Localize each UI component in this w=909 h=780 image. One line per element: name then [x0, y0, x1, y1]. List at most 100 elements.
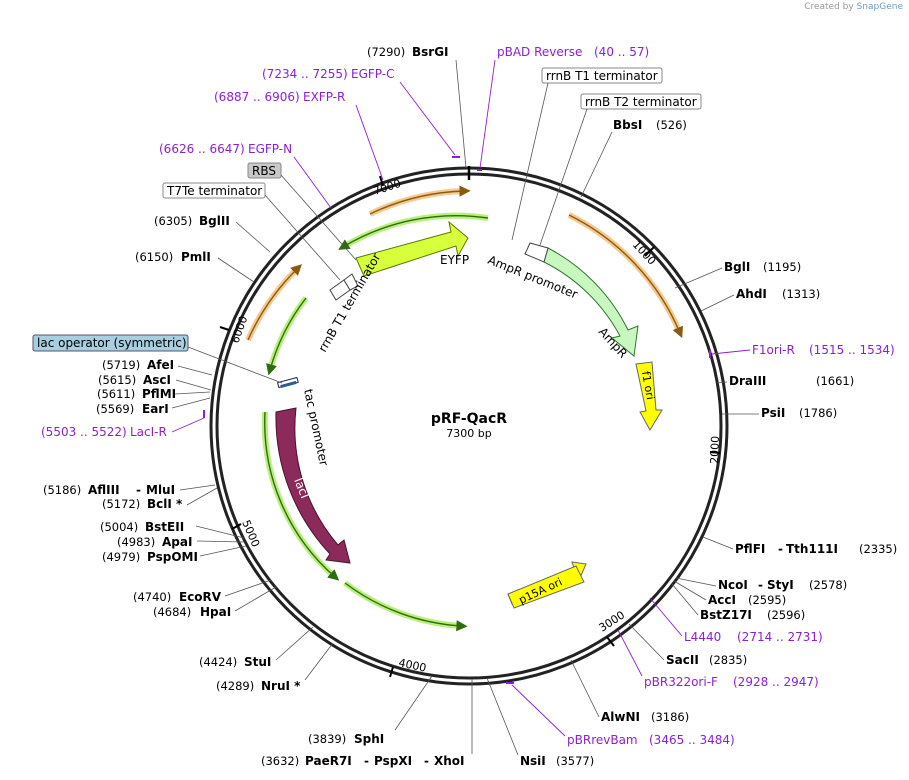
- apai-name: ApaI: [162, 535, 192, 549]
- eari-pos: (5569): [96, 402, 134, 416]
- plasmid-length: 7300 bp: [446, 427, 491, 440]
- bgli-pos: (1195): [763, 260, 801, 274]
- sacii-pos: (2835): [709, 653, 747, 667]
- afei-pos: (5719): [102, 358, 140, 372]
- site-hpai[interactable]: (4684) HpaI: [153, 586, 277, 619]
- site-ncoi[interactable]: NcoI - StyI (2578): [675, 577, 847, 592]
- draiii-name: DraIII: [729, 374, 766, 388]
- site-afliii[interactable]: (5186) AflIII - MluI: [43, 483, 216, 497]
- pmli-pos: (6150): [135, 250, 173, 264]
- xhoi-name: XhoI: [434, 754, 465, 768]
- tac-label: tac promoter: [301, 388, 331, 467]
- site-bgli[interactable]: BglI (1195): [674, 260, 801, 289]
- pbrrev-name: pBRrevBam: [567, 733, 638, 747]
- site-pmli[interactable]: (6150) PmlI: [135, 250, 255, 283]
- ahdi-name: AhdI: [736, 287, 767, 301]
- site-eari[interactable]: (5569) EarI: [96, 397, 211, 416]
- l4440-pos: (2714 .. 2731): [737, 630, 823, 644]
- primer-egfp-c[interactable]: (7234 .. 7255) EGFP-C: [262, 67, 460, 158]
- nrui-name: NruI *: [261, 679, 301, 693]
- primer-egfp-n[interactable]: (6626 .. 6647) EGFP-N: [159, 142, 332, 209]
- primer-f1ori-r[interactable]: F1ori-R (1515 .. 1534): [709, 343, 895, 358]
- site-pflmi[interactable]: (5611) PflMI: [97, 387, 211, 401]
- egfpn-name: EGFP-N: [248, 142, 292, 156]
- egfpc-name: EGFP-C: [351, 67, 394, 81]
- feature-p15a: p15A ori: [507, 561, 587, 609]
- credit-text: Created by: [804, 2, 854, 12]
- feature-f1ori: f1 ori: [635, 361, 663, 431]
- tick-3000: 3000: [597, 608, 628, 634]
- site-sacii[interactable]: SacII (2835): [628, 623, 747, 667]
- pbrrev-pos: (3465 .. 3484): [649, 733, 735, 747]
- bsteii-name: BstEII: [145, 520, 184, 534]
- site-alwni[interactable]: AlwNI (3186): [570, 659, 689, 724]
- site-sphi[interactable]: (3839) SphI: [308, 675, 433, 746]
- site-pspomi[interactable]: (4979) PspOMI: [102, 545, 247, 564]
- site-ecorv[interactable]: (4740) EcoRV: [133, 579, 272, 604]
- site-asci[interactable]: (5615) AscI: [98, 373, 212, 391]
- tth111i-name: Tth111I: [786, 542, 838, 556]
- paer7i-sep2: -: [424, 754, 429, 768]
- bsrgi-name: BsrGI: [412, 45, 449, 59]
- tick-7000: 7000: [372, 177, 403, 198]
- primer-pbrrevbam[interactable]: pBRrevBam (3465 .. 3484): [506, 682, 735, 747]
- afliii-pos: (5186): [43, 483, 81, 497]
- primer-pbad-reverse[interactable]: pBAD Reverse (40 .. 57): [477, 45, 649, 171]
- pflfi-name: PflFI: [735, 542, 765, 556]
- hpai-name: HpaI: [200, 605, 231, 619]
- site-paer7i[interactable]: (3632) PaeR7I - PspXI - XhoI: [261, 679, 473, 768]
- pspomi-name: PspOMI: [147, 550, 198, 564]
- site-bbsi[interactable]: BbsI (526): [580, 118, 687, 198]
- site-psii[interactable]: PsiI (1786): [722, 406, 837, 420]
- tick-4000: 4000: [397, 656, 427, 675]
- rrnb-t1-label: rrnB T1 terminator: [546, 69, 658, 83]
- ecorv-name: EcoRV: [179, 590, 222, 604]
- psii-name: PsiI: [761, 406, 785, 420]
- site-stui[interactable]: (4424) StuI: [199, 626, 314, 669]
- bcli-pos: (5172): [102, 497, 140, 511]
- pflmi-pos: (5611): [97, 387, 135, 401]
- site-bsteii[interactable]: (5004) BstEII: [100, 520, 245, 539]
- nsii-pos: (3577): [556, 754, 594, 768]
- sphi-name: SphI: [354, 732, 384, 746]
- primer-pbr322ori-f[interactable]: pBR322ori-F (2928 .. 2947): [617, 629, 819, 689]
- site-bstz17i[interactable]: BstZ17I (2596): [671, 583, 805, 622]
- site-nsii[interactable]: NsiI (3577): [486, 677, 594, 768]
- t7te-label: T7Te terminator: [166, 184, 262, 198]
- ahdi-pos: (1313): [782, 287, 820, 301]
- alwni-pos: (3186): [651, 710, 689, 724]
- primer-exfp-r[interactable]: (6887 .. 6906) EXFP-R: [214, 90, 384, 181]
- bbsi-name: BbsI: [613, 118, 642, 132]
- ecorv-pos: (4740): [133, 590, 171, 604]
- asci-name: AscI: [143, 373, 171, 387]
- site-ahdi[interactable]: AhdI (1313): [700, 287, 820, 312]
- sphi-pos: (3839): [308, 732, 346, 746]
- rrnb-t2-label: rrnB T2 terminator: [585, 95, 697, 109]
- primer-l4440[interactable]: L4440 (2714 .. 2731): [649, 597, 823, 644]
- site-apai[interactable]: (4983) ApaI: [117, 535, 246, 549]
- exfpr-pos: (6887 .. 6906): [214, 90, 300, 104]
- pbr322-name: pBR322ori-F: [644, 675, 718, 689]
- rrnb-lower-label: rrnB T1 terminator: [315, 251, 383, 355]
- site-nrui[interactable]: (4289) NruI *: [216, 642, 334, 693]
- bstz17i-pos: (2596): [767, 608, 805, 622]
- feature-eyfp: EYFP: [355, 220, 469, 277]
- site-afei[interactable]: (5719) AfeI: [102, 358, 213, 376]
- box-rrnb-t2: rrnB T2 terminator: [539, 93, 702, 246]
- bgli-name: BglI: [724, 260, 750, 274]
- site-draiii[interactable]: DraIII (1661): [716, 374, 854, 388]
- tick-6000: 6000: [229, 314, 251, 345]
- site-bcli[interactable]: (5172) BclI *: [102, 487, 218, 511]
- snapgene-credit: Created by SnapGene: [804, 2, 903, 12]
- pflfi-pos: (2335): [859, 542, 897, 556]
- site-bsrgi[interactable]: (7290) BsrGI: [367, 45, 467, 169]
- site-pflfi[interactable]: PflFI - Tth111I (2335): [702, 536, 897, 556]
- site-bglii[interactable]: (6305) BglII: [154, 214, 271, 253]
- feature-ampr: AmpR promoter AmpR: [486, 242, 639, 361]
- afei-name: AfeI: [147, 358, 174, 372]
- asci-pos: (5615): [98, 373, 136, 387]
- primer-laci-r[interactable]: (5503 .. 5522) LacI-R: [41, 410, 205, 439]
- eyfp-label: EYFP: [440, 253, 469, 267]
- psii-pos: (1786): [799, 406, 837, 420]
- site-acci[interactable]: AccI (2595): [673, 580, 786, 607]
